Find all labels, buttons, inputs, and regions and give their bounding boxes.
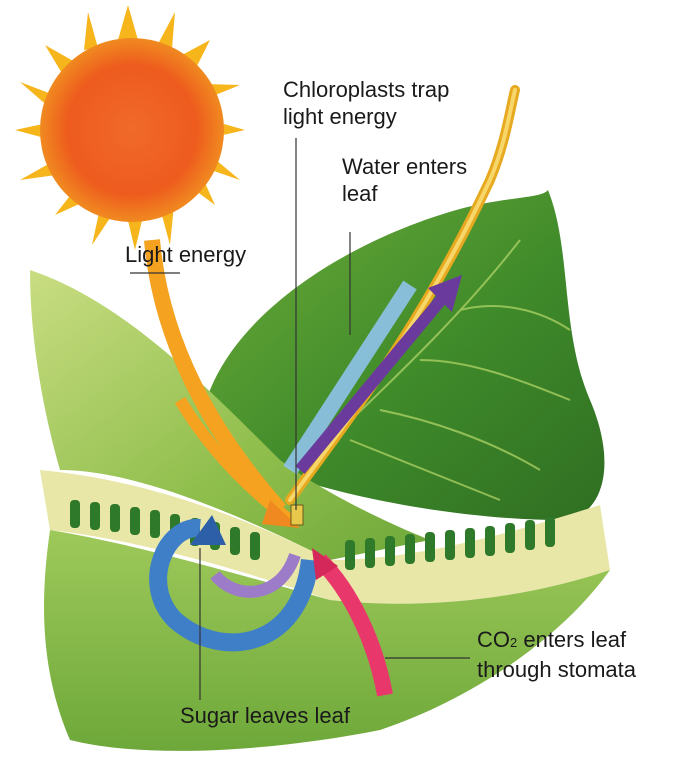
label-light-energy: Light energy (125, 241, 246, 268)
chloroplast-icon (291, 505, 303, 525)
label-co2: CO2 enters leaf through stomata (477, 626, 636, 683)
label-chloroplasts-line2: light energy (283, 103, 449, 130)
co2-line1-rest: enters leaf (517, 627, 626, 652)
label-chloroplasts: Chloroplasts trap light energy (283, 76, 449, 130)
label-co2-line2: through stomata (477, 656, 636, 683)
label-water-line1: Water enters (342, 153, 467, 180)
label-water: Water enters leaf (342, 153, 467, 207)
co2-prefix: CO (477, 627, 510, 652)
label-co2-line1: CO2 enters leaf (477, 626, 636, 656)
label-chloroplasts-line1: Chloroplasts trap (283, 76, 449, 103)
label-sugar: Sugar leaves leaf (180, 702, 350, 729)
label-water-line2: leaf (342, 180, 467, 207)
sun-icon (15, 5, 245, 250)
